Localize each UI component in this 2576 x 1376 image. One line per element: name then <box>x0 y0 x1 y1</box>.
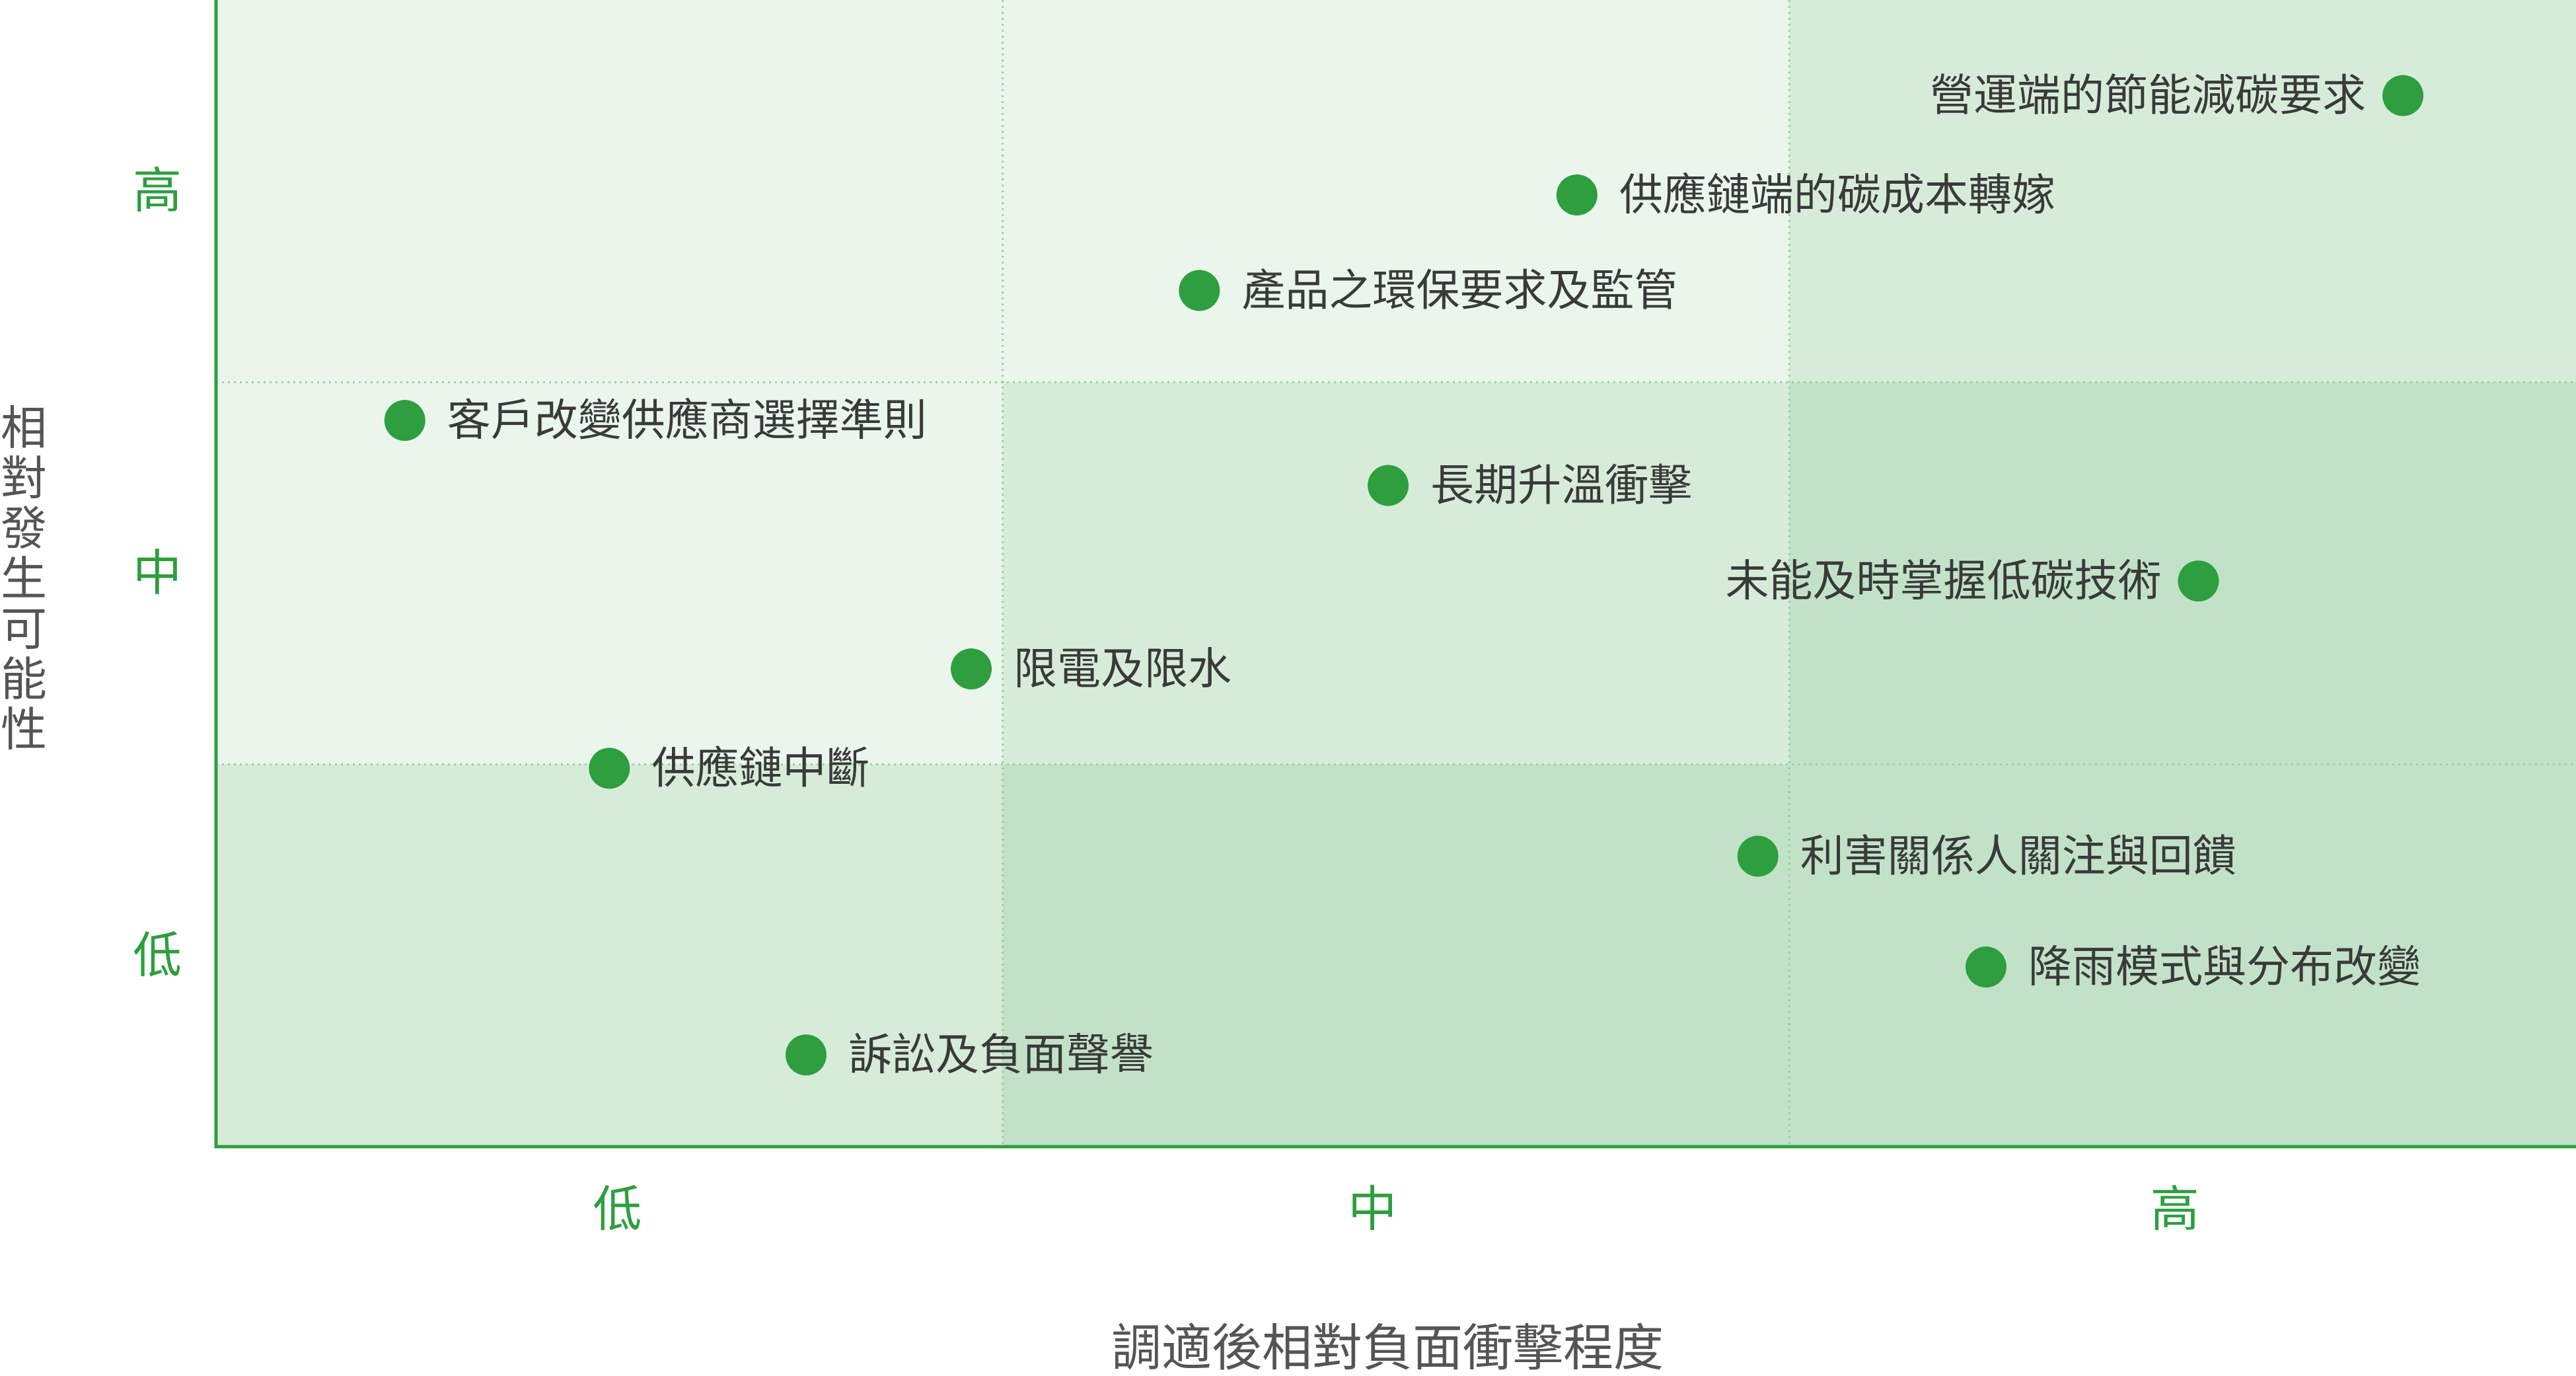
zone-cell <box>1789 0 2576 383</box>
x-tick-label: 高 <box>2151 1181 2199 1238</box>
data-point-label: 產品之環保要求及監管 <box>1241 265 1677 316</box>
points-group: 營運端的節能減碳要求供應鏈端的碳成本轉嫁產品之環保要求及監管客戶改變供應商選擇準… <box>384 70 2424 1081</box>
data-point <box>1556 174 1598 215</box>
data-point-label: 降雨模式與分布改變 <box>2028 942 2421 993</box>
data-point-label: 限電及限水 <box>1013 644 1232 695</box>
zone-group <box>216 0 2576 1147</box>
y-axis-title-char: 發 <box>1 502 47 556</box>
data-point <box>2382 75 2424 116</box>
data-point-label: 長期升溫衝擊 <box>1430 460 1692 511</box>
data-point-label: 利害關係人關注與回饋 <box>1800 831 2236 882</box>
data-point <box>1368 465 1409 506</box>
x-tick-label: 中 <box>1348 1181 1397 1238</box>
y-axis-title-char: 性 <box>1 703 47 757</box>
data-point <box>2178 560 2219 602</box>
y-axis-title-char: 相 <box>1 401 47 455</box>
data-point-label: 供應鏈中斷 <box>651 743 869 794</box>
data-point-label: 客戶改變供應商選擇準則 <box>447 395 927 446</box>
zone-cell <box>1002 382 1790 765</box>
data-point <box>786 1034 827 1076</box>
data-point <box>1179 270 1220 311</box>
y-axis-title-char: 可 <box>1 602 47 656</box>
data-point <box>589 747 630 789</box>
y-tick-label: 高 <box>133 163 182 219</box>
data-point-label: 訴訟及負面聲譽 <box>848 1030 1154 1081</box>
zone-cell <box>1789 764 2576 1147</box>
data-point <box>1737 835 1779 877</box>
zone-cell <box>216 0 1004 383</box>
data-point <box>384 400 425 441</box>
x-axis-title: 調適後相對負面衝擊程度 <box>1111 1319 1664 1376</box>
zone-cell <box>1002 764 1790 1147</box>
data-point-label: 營運端的節能減碳要求 <box>1930 70 2366 121</box>
zone-cell <box>216 764 1004 1147</box>
data-point-label: 供應鏈端的碳成本轉嫁 <box>1619 169 2055 220</box>
data-point <box>1966 946 2006 988</box>
y-tick-label: 低 <box>133 927 182 984</box>
y-tick-label: 中 <box>133 545 182 602</box>
data-point <box>951 648 992 690</box>
y-axis-title-char: 對 <box>1 451 47 506</box>
y-axis-title: 相對發生可能性 <box>0 403 48 755</box>
y-axis-title-char: 生 <box>1 552 47 606</box>
x-tick-label: 低 <box>593 1181 642 1238</box>
data-point-label: 未能及時掌握低碳技術 <box>1725 556 2161 607</box>
zone-cell <box>1002 0 1790 383</box>
y-axis-title-char: 能 <box>1 652 47 707</box>
zone-cell <box>216 382 1004 765</box>
